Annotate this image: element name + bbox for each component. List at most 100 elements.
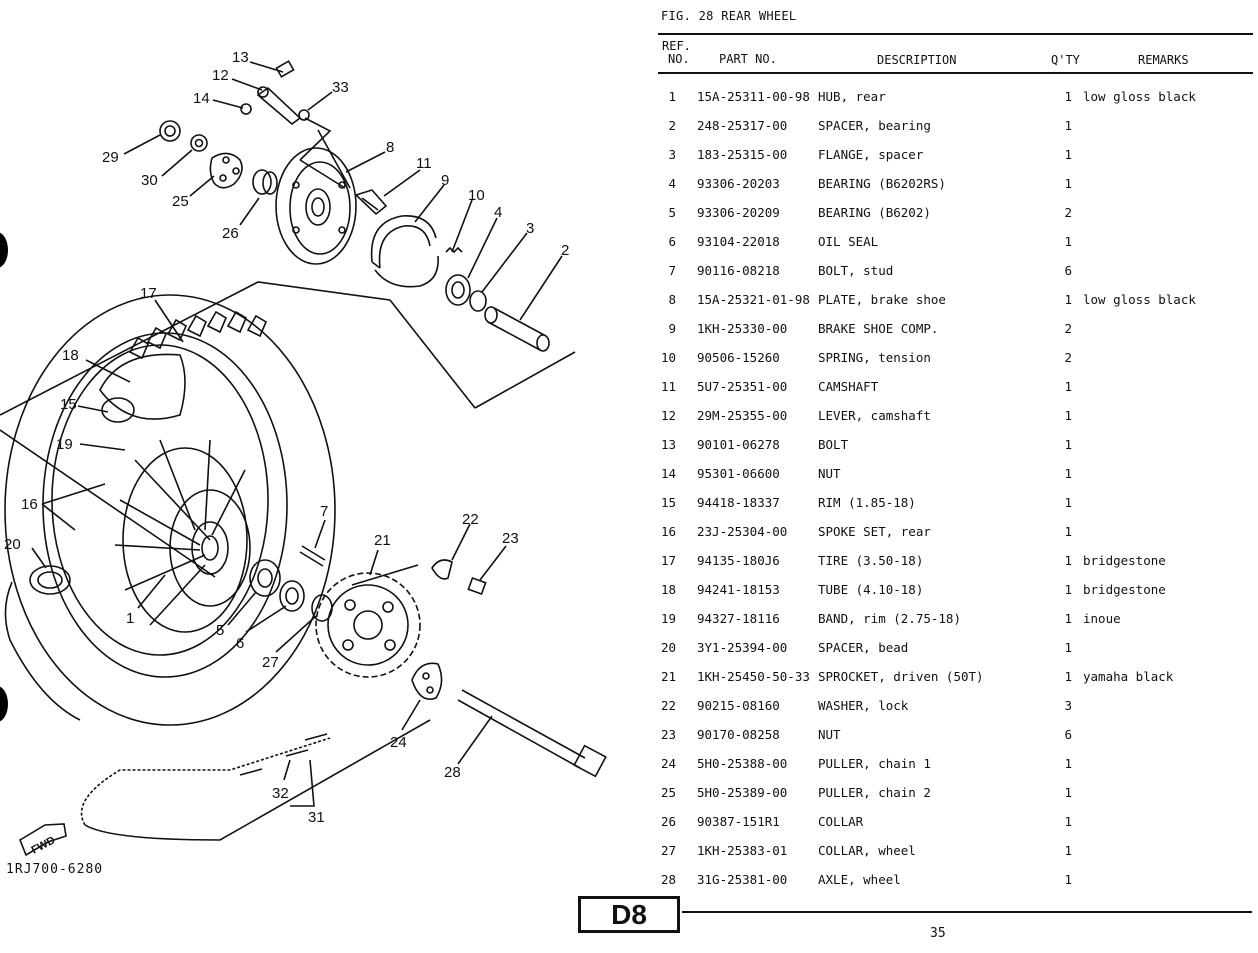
part-number: 1KH-25330-00 — [697, 321, 788, 336]
callout-9: 9 — [441, 172, 449, 189]
part-description: NUT — [818, 466, 841, 481]
part-number: 90215-08160 — [697, 698, 780, 713]
col-header-description: DESCRIPTION — [877, 53, 957, 67]
ref-number: 9 — [668, 321, 676, 336]
ref-number: 19 — [660, 611, 676, 626]
callout-4: 4 — [494, 204, 502, 221]
quantity: 3 — [1064, 698, 1072, 713]
quantity: 1 — [1064, 437, 1072, 452]
part-description: NUT — [818, 727, 841, 742]
binder-hole-mark — [0, 232, 8, 268]
callout-8: 8 — [386, 139, 394, 156]
part-description: TIRE (3.50-18) — [818, 553, 924, 568]
quantity: 1 — [1064, 872, 1072, 887]
ref-number: 17 — [660, 553, 676, 568]
col-header-part-no: PART NO. — [719, 52, 777, 66]
remarks: low gloss black — [1083, 89, 1196, 104]
part-description: SPOKE SET, rear — [818, 524, 931, 539]
callout-21: 21 — [374, 532, 391, 549]
part-number: 93306-20203 — [697, 176, 780, 191]
rear-wheel-exploded-diagram: 13 12 33 14 29 30 25 26 8 11 9 10 4 3 2 … — [0, 49, 607, 857]
quantity: 1 — [1064, 814, 1072, 829]
part-number: 5H0-25388-00 — [697, 756, 788, 771]
callout-10: 10 — [468, 187, 485, 204]
ref-number: 24 — [660, 756, 676, 771]
part-description: PULLER, chain 2 — [818, 785, 931, 800]
callout-1: 1 — [126, 610, 134, 627]
binder-hole-mark — [0, 686, 8, 722]
part-description: SPACER, bead — [818, 640, 909, 655]
quantity: 1 — [1064, 118, 1072, 133]
quantity: 1 — [1064, 843, 1072, 858]
part-number: 15A-25321-01-98 — [697, 292, 810, 307]
part-number: 15A-25311-00-98 — [697, 89, 810, 104]
part-description: COLLAR, wheel — [818, 843, 916, 858]
ref-number: 28 — [660, 872, 676, 887]
ref-number: 20 — [660, 640, 676, 655]
quantity: 1 — [1064, 495, 1072, 510]
quantity: 1 — [1064, 466, 1072, 481]
table-row: 27 1KH-25383-01 COLLAR, wheel 1 — [0, 843, 1258, 872]
callout-3: 3 — [526, 220, 534, 237]
quantity: 1 — [1064, 582, 1072, 597]
quantity: 1 — [1064, 408, 1072, 423]
part-number: 1KH-25383-01 — [697, 843, 788, 858]
callout-7: 7 — [320, 503, 328, 520]
part-number: 5H0-25389-00 — [697, 785, 788, 800]
quantity: 1 — [1064, 176, 1072, 191]
part-number: 1KH-25450-50-33 — [697, 669, 810, 684]
ref-number: 10 — [660, 350, 676, 365]
callout-16: 16 — [21, 496, 38, 513]
part-number: 94327-18116 — [697, 611, 780, 626]
diagram-reference-code: 1RJ700-6280 — [6, 862, 104, 877]
ref-number: 8 — [668, 292, 676, 307]
quantity: 1 — [1064, 611, 1072, 626]
part-description: PULLER, chain 1 — [818, 756, 931, 771]
ref-number: 23 — [660, 727, 676, 742]
callout-17: 17 — [140, 285, 157, 302]
callout-23: 23 — [502, 530, 519, 547]
ref-number: 27 — [660, 843, 676, 858]
part-number: 94241-18153 — [697, 582, 780, 597]
callout-11: 11 — [416, 155, 432, 172]
ref-number: 26 — [660, 814, 676, 829]
callout-25: 25 — [172, 193, 189, 210]
callout-28: 28 — [444, 764, 461, 781]
remarks: bridgestone — [1083, 553, 1166, 568]
quantity: 2 — [1064, 350, 1072, 365]
part-number: 183-25315-00 — [697, 147, 788, 162]
callout-15: 15 — [60, 396, 77, 413]
part-description: SPACER, bearing — [818, 118, 931, 133]
part-number: 90116-08218 — [697, 263, 780, 278]
part-number: 94418-18337 — [697, 495, 780, 510]
ref-number: 2 — [668, 118, 676, 133]
quantity: 6 — [1064, 727, 1072, 742]
callout-19: 19 — [56, 436, 73, 453]
callout-14: 14 — [193, 90, 210, 107]
part-description: PLATE, brake shoe — [818, 292, 946, 307]
part-description: BOLT — [818, 437, 849, 452]
part-description: OIL SEAL — [818, 234, 879, 249]
ref-number: 1 — [668, 89, 676, 104]
callout-24: 24 — [390, 734, 407, 751]
quantity: 1 — [1064, 756, 1072, 771]
col-header-ref-line2: NO. — [668, 52, 690, 66]
part-description: BEARING (B6202) — [818, 205, 931, 220]
part-number: 31G-25381-00 — [697, 872, 788, 887]
quantity: 2 — [1064, 205, 1072, 220]
ref-number: 7 — [668, 263, 676, 278]
page-number: 35 — [930, 926, 946, 941]
col-header-qty: Q'TY — [1051, 53, 1080, 67]
